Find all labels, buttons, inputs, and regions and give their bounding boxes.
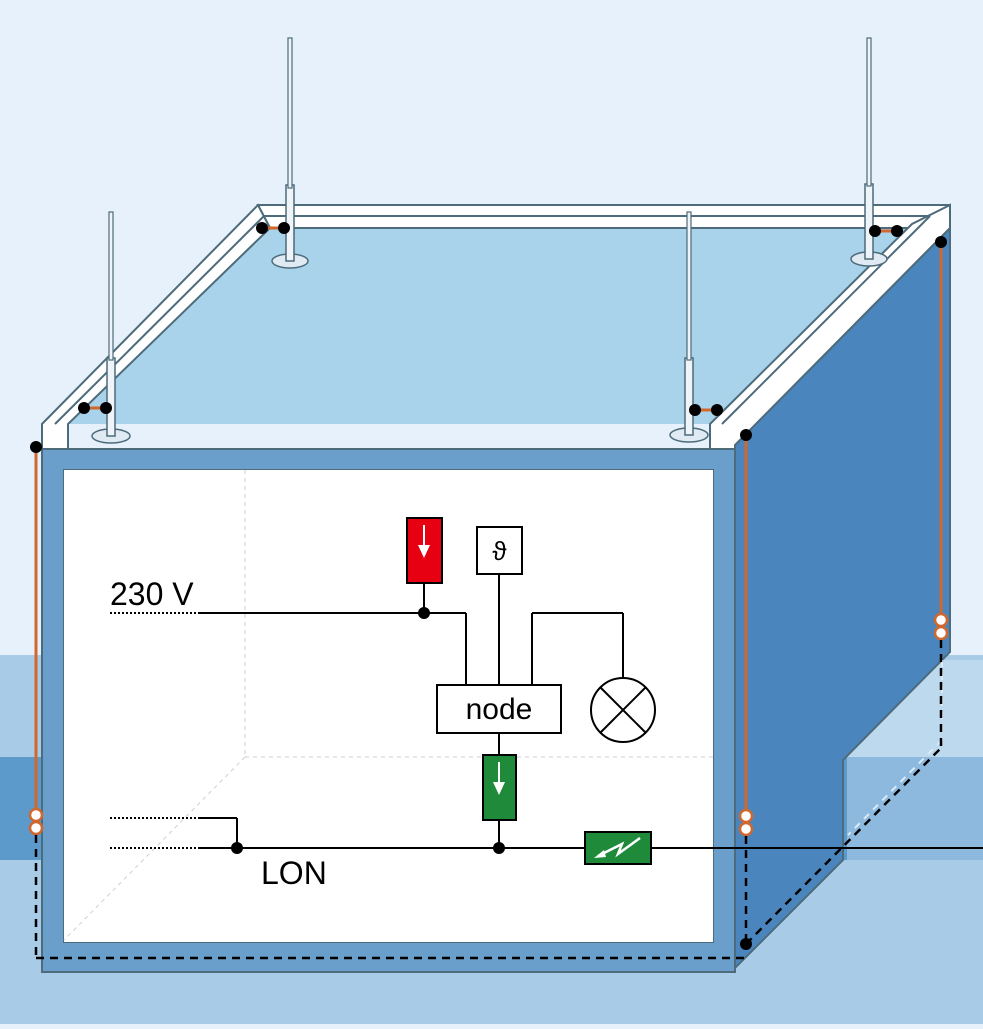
- node-label: node: [466, 693, 533, 726]
- right-step-top: [847, 660, 983, 757]
- schematic-junction-dots: [231, 607, 505, 854]
- roof-surface: [68, 224, 912, 424]
- air-terminal-front-left: [91, 211, 131, 444]
- air-terminal-back-right: [850, 37, 888, 267]
- down-conductor-front-right: [738, 429, 754, 837]
- schematic-wires: [110, 574, 983, 849]
- node-box: [436, 684, 562, 734]
- earth-electrode: [34, 640, 943, 960]
- lightning-bolt-icon: [597, 836, 641, 858]
- temperature-sensor-box: [476, 526, 523, 575]
- bus-label: LON: [261, 855, 327, 891]
- air-terminal-front-right: [669, 211, 709, 443]
- voltage-label: 230 V: [110, 576, 194, 612]
- bus-surge-protector: [482, 754, 517, 821]
- right-step-front: [847, 757, 983, 860]
- parapet-left-inner-line: [54, 215, 265, 425]
- theta-icon: ϑ: [492, 536, 507, 566]
- lamp-icon: [590, 677, 656, 743]
- down-conductor-back-right: [933, 236, 949, 641]
- parapet-right-inner-line: [721, 215, 931, 425]
- test-joint-icon: [738, 808, 754, 824]
- rod-clamp-dots: [78, 222, 903, 416]
- bus-lightning-arrester: [584, 831, 652, 865]
- test-joint-icon: [28, 807, 44, 823]
- earth-junction-dot: [740, 938, 752, 950]
- test-joint-icon: [933, 612, 949, 628]
- power-surge-protector: [406, 517, 443, 584]
- down-conductor-left: [28, 441, 44, 836]
- side-wall-hidden-diagonal: [847, 739, 943, 836]
